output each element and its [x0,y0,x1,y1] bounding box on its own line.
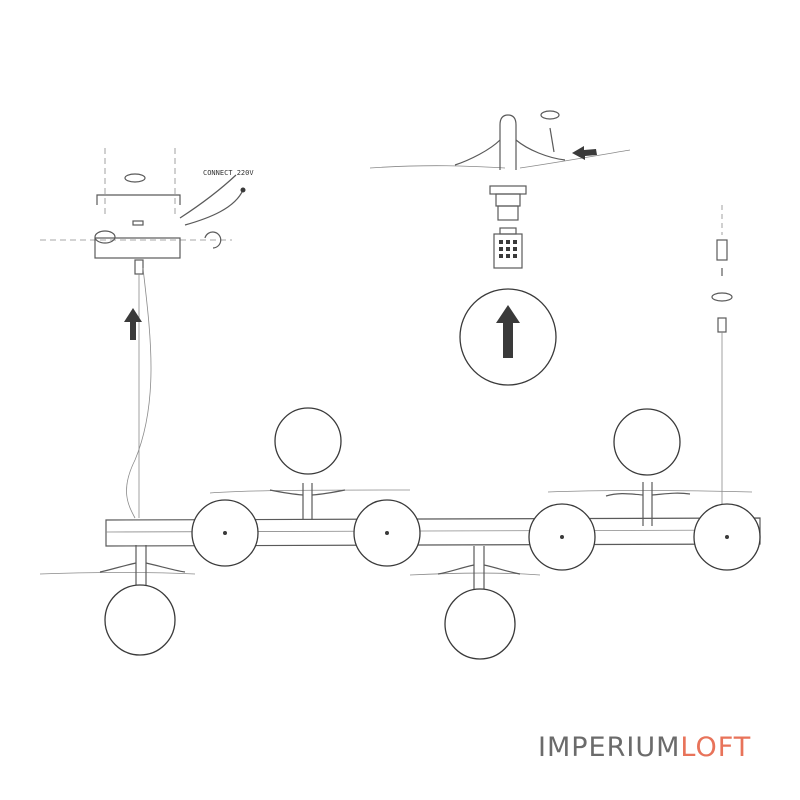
globe-install-detail [369,110,631,386]
lower-arm-group-center [409,546,541,660]
upper-globe-1 [274,407,342,475]
holder-stem [499,114,517,170]
connect-label: CONNECT 220V [203,169,254,177]
brand-part-1: IMPERIUM [538,732,681,763]
cable-gripper-right [717,317,727,333]
upper-globe-2 [613,408,681,476]
canopy-box [94,237,181,259]
arrow-left-icon [572,146,597,160]
right-suspension [711,205,733,518]
detail-baseline [369,165,506,169]
arrow-up-icon [496,305,520,358]
supply-wire [179,174,237,219]
fixing-ring [540,110,560,120]
end-cap [716,239,728,261]
lower-globe-1 [104,584,176,656]
power-cord [126,267,152,519]
lower-globe-2 [444,588,516,660]
washer [711,292,733,302]
arrow-up-icon [124,308,142,340]
upper-arm-group-left [209,407,411,520]
nut-washer [124,173,146,183]
holder-arm-left [454,139,501,166]
cable-gripper [134,259,144,275]
ceiling-canopy-assembly: CONNECT 220V [40,148,254,519]
socket-flange [489,185,527,195]
g9-bulb [493,233,523,269]
mounting-bracket [96,194,181,205]
upper-arm-group-right [547,408,753,526]
holder-arm-right [515,139,566,161]
fixing-screw [549,127,555,153]
brand-logo: IMPERIUMLOFT [538,732,751,763]
lower-arm-group-left [39,545,196,656]
brand-part-2: LOFT [680,732,752,763]
side-screw-cap [204,231,222,249]
